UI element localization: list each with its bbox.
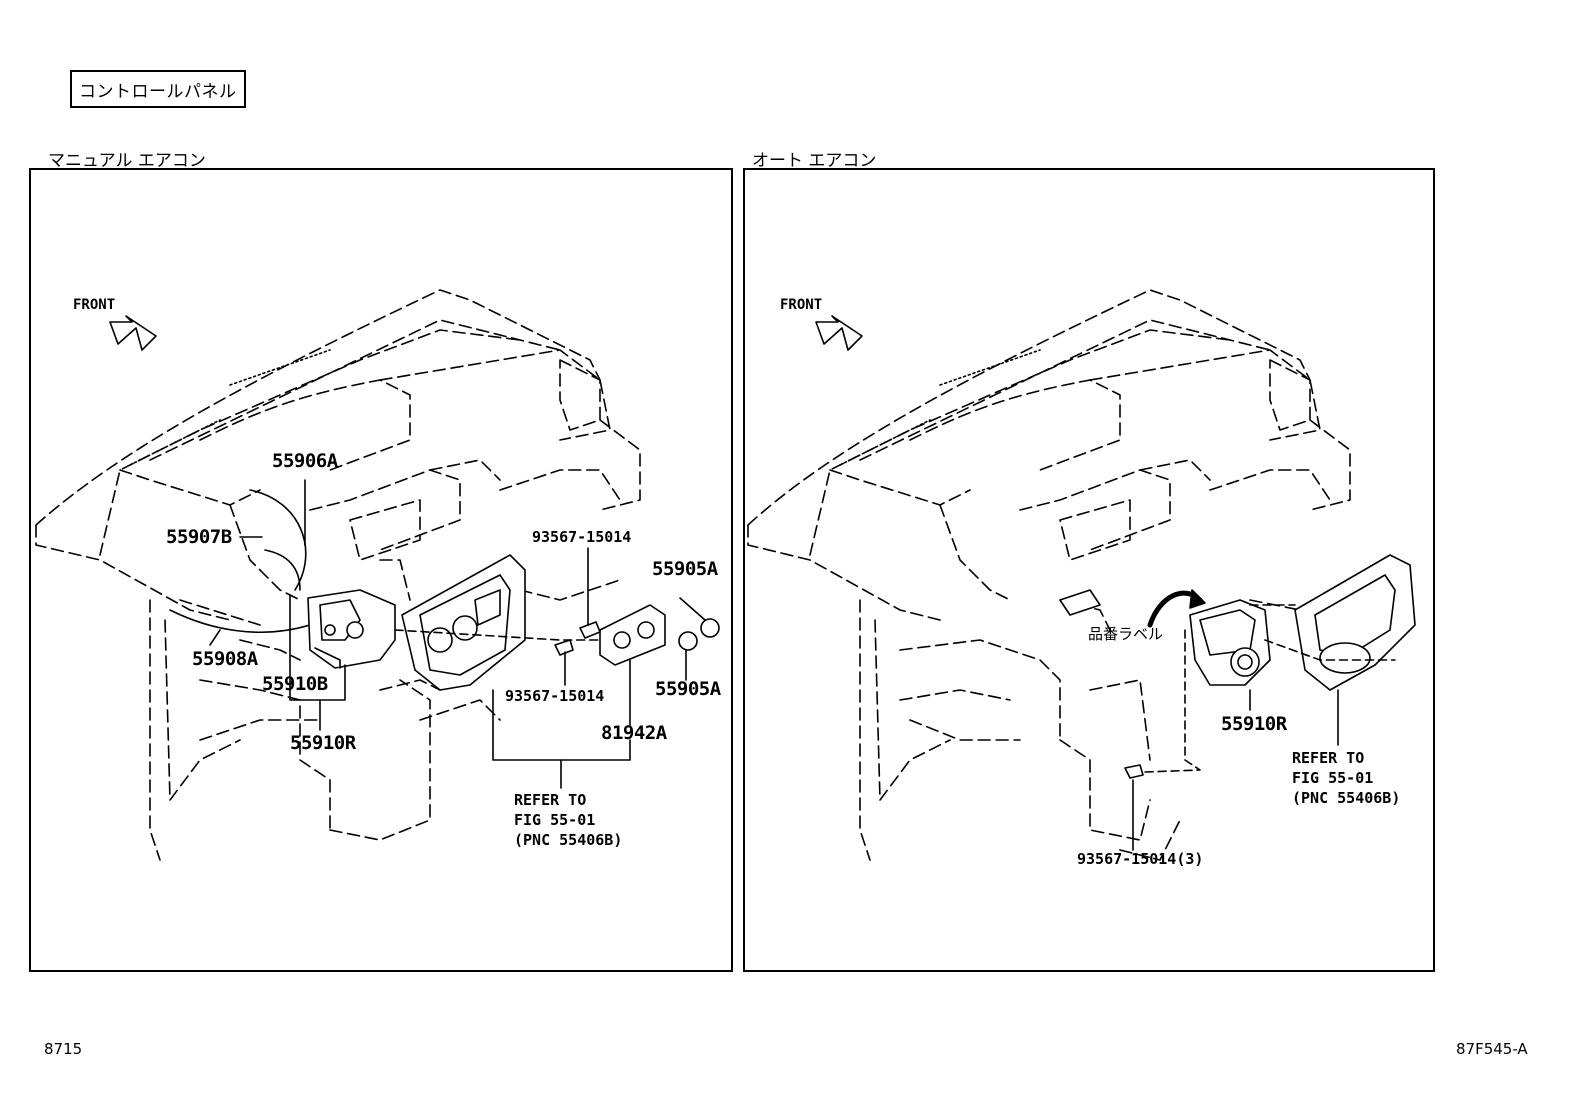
part-55907B: 55907B bbox=[166, 526, 232, 548]
front-arrow-icon-right bbox=[815, 315, 863, 351]
part-55910R: 55910R bbox=[290, 732, 356, 754]
panel-manual bbox=[29, 168, 733, 972]
refer-line-2: FIG 55-01 bbox=[1292, 769, 1374, 787]
refer-line-2: FIG 55-01 bbox=[514, 811, 596, 829]
part-93567-top: 93567-15014 bbox=[532, 528, 632, 546]
part-55908A: 55908A bbox=[192, 648, 258, 670]
refer-line-1: REFER TO bbox=[1292, 749, 1365, 767]
part-55905A-bottom: 55905A bbox=[655, 678, 721, 700]
part-55910B: 55910B bbox=[262, 673, 328, 695]
refer-line-3: (PNC 55406B) bbox=[514, 831, 623, 849]
front-label-left: FRONT bbox=[73, 297, 116, 313]
refer-note-right: REFER TO FIG 55-01 (PNC 55406B) bbox=[1292, 748, 1400, 808]
part-55906A: 55906A bbox=[272, 450, 338, 472]
refer-note-left: REFER TO FIG 55-01 (PNC 55406B) bbox=[514, 790, 622, 850]
part-93567-auto: 93567-15014(3) bbox=[1077, 850, 1204, 868]
page-title: コントロールパネル bbox=[70, 70, 246, 108]
refer-line-3: (PNC 55406B) bbox=[1292, 789, 1401, 807]
front-arrow-icon-left bbox=[109, 315, 157, 351]
footer-figure-code: 87F545-A bbox=[1456, 1040, 1528, 1058]
section-title-manual: マニュアル エアコン bbox=[48, 151, 206, 171]
panel-auto bbox=[743, 168, 1435, 972]
part-55905A-top: 55905A bbox=[652, 558, 718, 580]
part-number-label-note: 品番ラベル bbox=[1088, 625, 1164, 643]
section-title-auto: オート エアコン bbox=[752, 151, 877, 171]
part-55910R-auto: 55910R bbox=[1221, 713, 1287, 735]
part-81942A: 81942A bbox=[601, 722, 667, 744]
footer-page-code: 8715 bbox=[44, 1040, 83, 1058]
part-93567-bottom: 93567-15014 bbox=[505, 687, 605, 705]
refer-line-1: REFER TO bbox=[514, 791, 587, 809]
front-label-right: FRONT bbox=[780, 297, 823, 313]
